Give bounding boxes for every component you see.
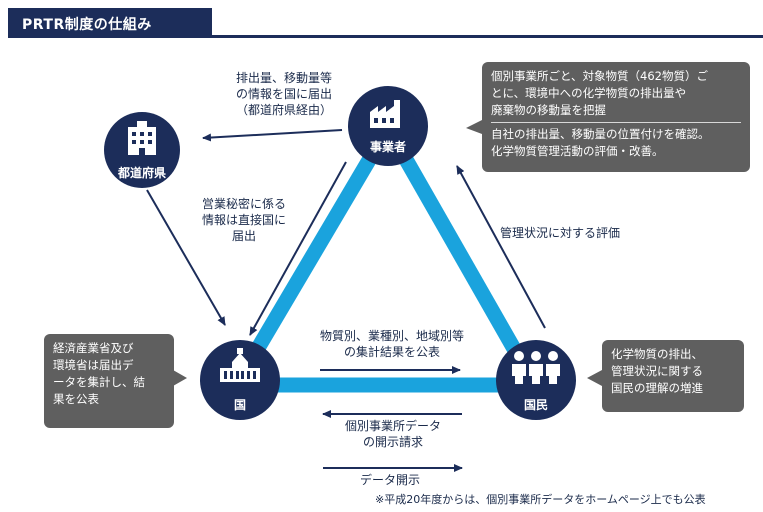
label-line: 物質別、業種別、地域別等	[319, 329, 464, 343]
label-line: の開示請求	[362, 435, 423, 449]
label-line: 営業秘密に係る	[201, 197, 286, 211]
label-disclosure-request: 個別事業所データ の開示請求	[330, 418, 456, 450]
arrow-citizens-to-business	[456, 165, 546, 329]
arrow-business-to-country	[249, 161, 347, 336]
label-line: 排出量、移動量等	[235, 71, 332, 85]
label-disclosure: データ開示	[360, 473, 421, 487]
box-line: 環境省は届出デ	[53, 358, 134, 372]
office-building-icon	[128, 121, 156, 155]
country-node: 国	[200, 340, 280, 420]
box-line: 化学物質管理活動の評価・改善。	[491, 144, 664, 158]
box-line: 経済産業省及び	[53, 341, 134, 355]
label-line: 届出	[231, 229, 256, 243]
box-line: 自社の排出量、移動量の位置付けを確認。	[491, 127, 710, 141]
diet-building-icon	[220, 348, 260, 382]
arrow-business-to-prefecture	[202, 129, 343, 142]
box-line: 果を公表	[53, 392, 99, 406]
label-line: の情報を国に届出	[235, 87, 332, 101]
title-band	[8, 8, 212, 38]
label-line: （都道府県経由）	[235, 103, 332, 117]
box-line: ータを集計し、結	[53, 375, 145, 389]
label-publish-totals: 物質別、業種別、地域別等 の集計結果を公表	[312, 328, 472, 360]
country-info-box: 経済産業省及び 環境省は届出デ ータを集計し、結 果を公表	[44, 334, 174, 428]
box-line: 廃棄物の移動量を把握	[491, 103, 606, 117]
label-trade-secret: 営業秘密に係る 情報は直接国に 届出	[196, 196, 292, 244]
page-title: PRTR制度の仕組み	[22, 17, 152, 33]
prefecture-label: 都道府県	[117, 166, 166, 180]
footnote: ※平成20年度からは、個別事業所データをホームページ上でも公表	[375, 493, 706, 506]
triangle-edge-right	[381, 124, 540, 386]
business-label: 事業者	[369, 140, 406, 154]
arrow-prefecture-to-country	[146, 189, 226, 326]
label-report-via-prefecture: 排出量、移動量等 の情報を国に届出 （都道府県経由）	[226, 70, 342, 118]
business-box-pointer	[466, 120, 482, 134]
box-divider	[491, 122, 741, 123]
title-bar: PRTR制度の仕組み	[8, 8, 763, 38]
citizens-node: 国民	[496, 340, 576, 420]
label-line: 情報は直接国に	[201, 213, 286, 227]
prefecture-node: 都道府県	[104, 112, 180, 188]
label-line: の集計結果を公表	[343, 345, 440, 359]
business-info-box: 個別事業所ごと、対象物質（462物質）ご とに、環境中への化学物質の排出量や 廃…	[482, 62, 750, 172]
country-label: 国	[233, 398, 246, 412]
label-evaluation: 管理状況に対する評価	[500, 226, 621, 240]
box-line: 国民の理解の増進	[611, 381, 703, 395]
business-node: 事業者	[348, 86, 428, 166]
box-line: 個別事業所ごと、対象物質（462物質）ご	[491, 69, 708, 83]
citizens-box-pointer	[587, 370, 602, 386]
people-icon	[512, 351, 560, 384]
country-box-pointer	[173, 370, 187, 386]
box-line: 化学物質の排出、	[611, 347, 703, 361]
triangle-edge-left	[231, 124, 395, 386]
citizens-info-box: 化学物質の排出、 管理状況に関する 国民の理解の増進	[602, 340, 744, 412]
factory-icon	[370, 100, 400, 128]
box-line: とに、環境中への化学物質の排出量や	[491, 86, 687, 100]
citizens-label: 国民	[523, 398, 548, 412]
box-line: 管理状況に関する	[611, 364, 703, 378]
label-line: 個別事業所データ	[344, 419, 441, 433]
title-underline	[212, 35, 763, 38]
